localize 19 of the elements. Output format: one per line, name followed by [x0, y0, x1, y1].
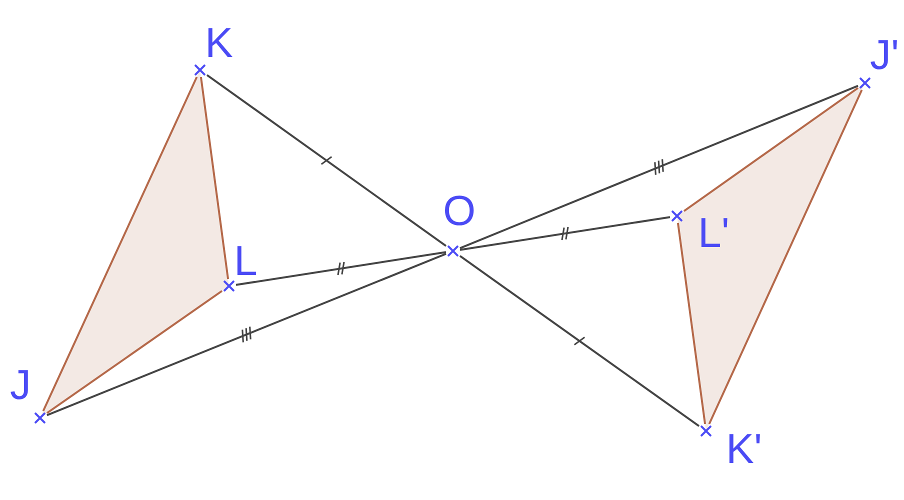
line-segment [206, 74, 447, 247]
point-label: O [443, 190, 476, 232]
point-label: L' [698, 212, 730, 254]
line-segment [459, 255, 700, 427]
line-segment [46, 252, 446, 416]
line-segment [683, 87, 859, 212]
line-segment [46, 290, 223, 414]
line-segment [460, 84, 858, 250]
point-label: K [205, 22, 234, 64]
point-label: K' [726, 428, 762, 470]
line-segment [236, 251, 446, 286]
point-label: L [234, 240, 258, 282]
point-label: J [10, 364, 31, 406]
point-label: J' [870, 34, 900, 76]
line-segment [460, 216, 670, 251]
line-segment [200, 76, 230, 280]
line-segment [676, 222, 706, 424]
line-segment [42, 76, 198, 412]
line-segment [708, 90, 863, 424]
